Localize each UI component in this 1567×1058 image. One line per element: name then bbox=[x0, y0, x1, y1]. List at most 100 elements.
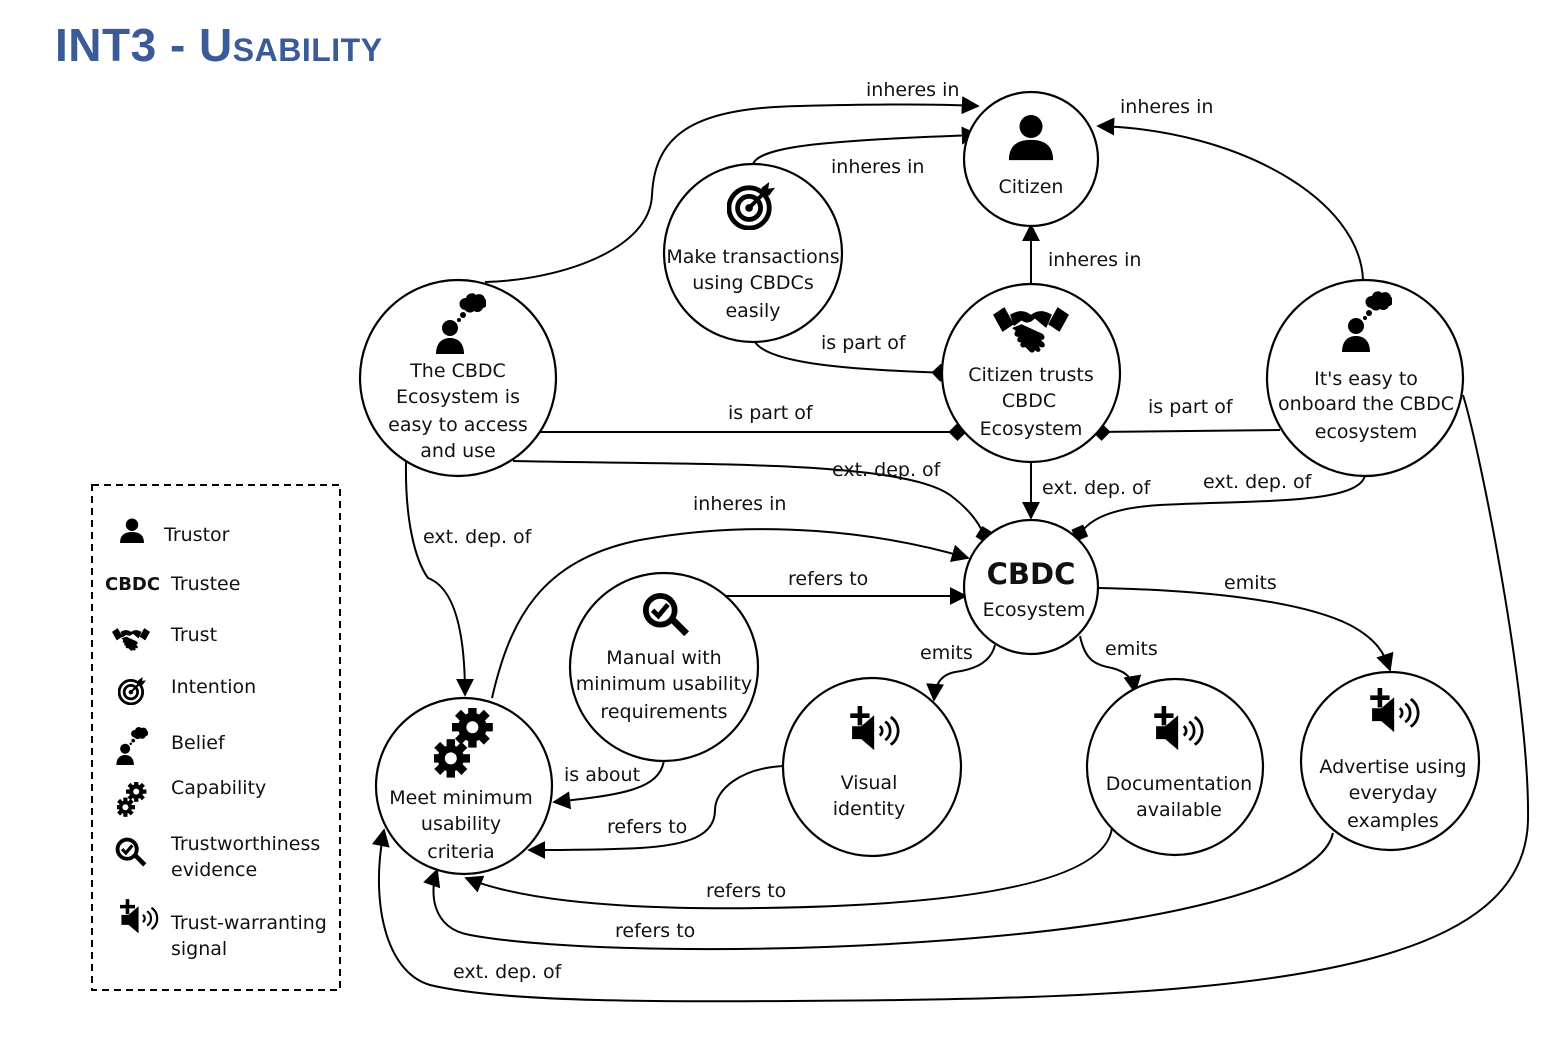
node-label: Meet minimum bbox=[389, 787, 532, 809]
edge-easy-access-meet-minimum bbox=[404, 461, 474, 697]
edge-label: refers to bbox=[615, 920, 695, 942]
legend-item-intention: Intention bbox=[118, 676, 256, 705]
legend-label: Trust-warranting bbox=[170, 912, 327, 934]
node-citizen[interactable]: Citizen bbox=[962, 90, 1100, 228]
edge-label: emits bbox=[920, 642, 973, 664]
edge-advertise-meet-minimum bbox=[423, 832, 1334, 951]
node-label: examples bbox=[1347, 810, 1439, 832]
legend-item-trustee: CBDC Trustee bbox=[105, 573, 240, 595]
legend-label: signal bbox=[171, 938, 227, 960]
edge-label: is part of bbox=[728, 402, 814, 424]
edge-easy-onboard-citizen bbox=[1096, 117, 1364, 281]
edge-label: ext. dep. of bbox=[453, 961, 563, 983]
node-label: Advertise using bbox=[1319, 756, 1466, 778]
node-label: Ecosystem is bbox=[396, 386, 520, 408]
node-label: identity bbox=[833, 798, 906, 820]
node-make-transactions[interactable]: Make transactions using CBDCs easily bbox=[662, 162, 844, 344]
edge-label: is part of bbox=[1148, 396, 1234, 418]
edge-easy-onboard-citizen-trusts bbox=[1092, 422, 1281, 441]
node-label: onboard the CBDC bbox=[1278, 393, 1454, 415]
edge-manual-meet-minimum bbox=[552, 759, 665, 810]
node-advertise[interactable]: Advertise using everyday examples bbox=[1299, 670, 1481, 852]
edge-make-transactions-citizen bbox=[752, 126, 980, 165]
edge-label: is about bbox=[564, 764, 640, 786]
node-label: criteria bbox=[427, 841, 494, 863]
edge-label: refers to bbox=[706, 880, 786, 902]
legend-item-capability: Capability bbox=[117, 777, 266, 817]
node-label: using CBDCs bbox=[692, 272, 813, 294]
node-label: minimum usability bbox=[576, 673, 752, 695]
edge-easy-onboard-cbdc bbox=[1071, 474, 1366, 542]
edge-label: inheres in bbox=[1120, 96, 1213, 118]
edge-label: refers to bbox=[788, 568, 868, 590]
legend-label: Trust bbox=[170, 624, 217, 646]
edge-label: refers to bbox=[607, 816, 687, 838]
edge-easy-access-citizen bbox=[484, 96, 980, 283]
edge-make-transactions-citizen-trusts bbox=[754, 341, 950, 382]
edge-label: ext. dep. of bbox=[832, 459, 942, 481]
node-label: CBDC bbox=[1002, 390, 1056, 412]
legend-label: Belief bbox=[171, 732, 226, 754]
legend-label: Trustworthiness bbox=[170, 833, 320, 855]
legend-item-trust-warranting-signal: Trust-warranting signal bbox=[120, 899, 327, 960]
node-label: Documentation bbox=[1106, 773, 1252, 795]
node-label: Manual with bbox=[606, 647, 721, 669]
node-label: requirements bbox=[600, 701, 727, 723]
trustee-label: CBDC bbox=[987, 557, 1076, 591]
legend-label: Trustor bbox=[163, 524, 230, 546]
edge-label: emits bbox=[1224, 572, 1277, 594]
legend-label: evidence bbox=[171, 859, 257, 881]
trustee-symbol: CBDC bbox=[105, 574, 160, 595]
node-label: available bbox=[1136, 799, 1222, 821]
node-label: Ecosystem bbox=[980, 418, 1083, 440]
node-label: easy to access bbox=[388, 414, 528, 436]
edge-cbdc-documentation bbox=[1079, 635, 1142, 694]
node-manual[interactable]: Manual with minimum usability requiremen… bbox=[568, 571, 760, 763]
node-label: The CBDC bbox=[409, 360, 506, 382]
node-cbdc-easy-access[interactable]: The CBDC Ecosystem is easy to access and… bbox=[358, 278, 558, 478]
legend-item-belief: Belief bbox=[116, 727, 226, 765]
edge-documentation-meet-minimum bbox=[464, 827, 1113, 910]
node-meet-minimum[interactable]: Meet minimum usability criteria bbox=[374, 696, 554, 876]
edge-meet-minimum-cbdc bbox=[491, 528, 970, 699]
edge-label: inheres in bbox=[1048, 249, 1141, 271]
legend-label: Intention bbox=[171, 676, 256, 698]
edge-cbdc-advertise bbox=[1097, 587, 1394, 672]
edge-visual-identity-meet-minimum bbox=[527, 765, 785, 859]
edge-label: ext. dep. of bbox=[1203, 471, 1313, 493]
edge-label: ext. dep. of bbox=[423, 526, 533, 548]
node-label: Ecosystem bbox=[983, 599, 1086, 621]
edge-label: ext. dep. of bbox=[1042, 477, 1152, 499]
node-label: usability bbox=[421, 813, 501, 835]
legend-item-trustor: Trustor bbox=[120, 518, 230, 546]
edge-label: inheres in bbox=[831, 156, 924, 178]
edge-label: inheres in bbox=[866, 79, 959, 101]
edges bbox=[372, 96, 1530, 1003]
node-label: Visual bbox=[841, 772, 898, 794]
legend: Trustor CBDC Trustee Trust Intention Bel… bbox=[91, 484, 341, 991]
node-documentation[interactable]: Documentation available bbox=[1085, 677, 1265, 857]
node-label: Citizen bbox=[999, 176, 1064, 198]
legend-item-trustworthiness-evidence: Trustworthiness evidence bbox=[115, 833, 320, 881]
node-cbdc-ecosystem[interactable]: CBDC Ecosystem bbox=[962, 518, 1100, 656]
node-easy-onboard[interactable]: It's easy to onboard the CBDC ecosystem bbox=[1265, 278, 1465, 478]
legend-label: Trustee bbox=[170, 573, 240, 595]
edge-labels: inheres in inheres in inheres in inheres… bbox=[423, 79, 1313, 983]
node-label: Citizen trusts bbox=[968, 364, 1094, 386]
edge-label: inheres in bbox=[693, 493, 786, 515]
node-label: It's easy to bbox=[1314, 368, 1418, 390]
legend-item-trust: Trust bbox=[112, 624, 217, 651]
node-visual-identity[interactable]: Visual identity bbox=[781, 676, 963, 858]
node-label: easily bbox=[725, 300, 780, 322]
edge-easy-onboard-meet-minimum bbox=[372, 394, 1530, 1003]
legend-label: Capability bbox=[171, 777, 266, 799]
node-label: ecosystem bbox=[1315, 421, 1417, 443]
node-label: everyday bbox=[1349, 782, 1438, 804]
page-title: INT3 - Usability bbox=[55, 19, 383, 71]
edge-cbdc-visual-identity bbox=[926, 644, 996, 702]
node-label: and use bbox=[420, 440, 495, 462]
edge-easy-access-cbdc bbox=[512, 460, 994, 544]
node-citizen-trusts[interactable]: Citizen trusts CBDC Ecosystem bbox=[940, 282, 1122, 464]
edge-label: is part of bbox=[821, 332, 907, 354]
